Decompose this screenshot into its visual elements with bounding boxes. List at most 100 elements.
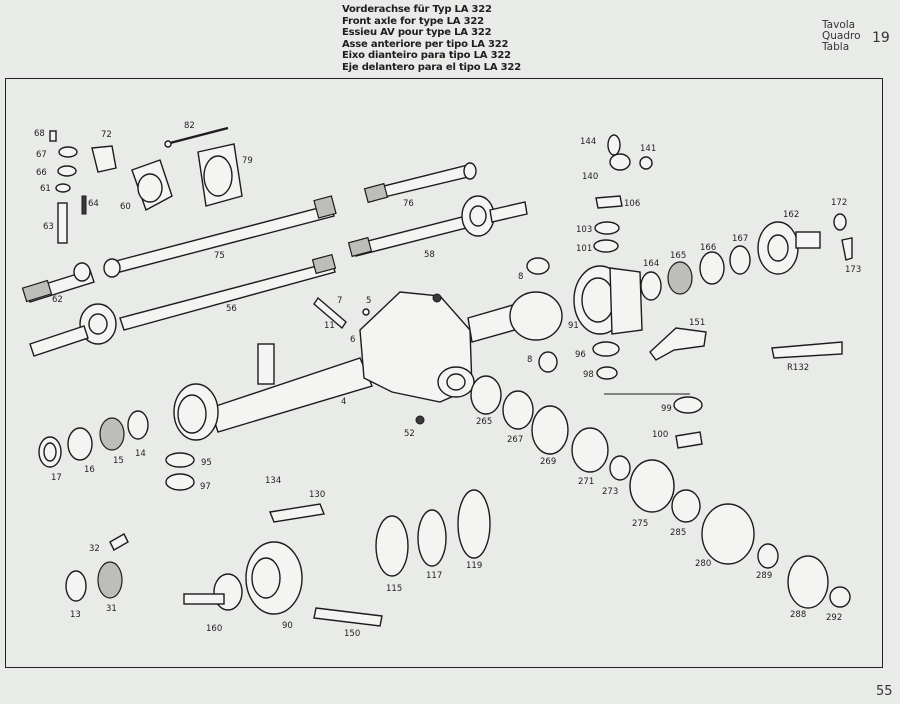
part-label: 271 (578, 477, 594, 487)
axle-shaft-62 (21, 262, 95, 303)
title-pt: Eixo dianteiro para tipo LA 322 (342, 50, 511, 62)
part-label: 273 (602, 487, 618, 497)
part-label: 58 (424, 250, 435, 260)
title-fr: Essieu AV pour type LA 322 (342, 27, 492, 39)
part-label: 269 (540, 457, 556, 467)
part-label: 13 (70, 610, 81, 620)
page-number: 55 (876, 684, 893, 699)
part-label: 103 (576, 225, 592, 235)
part-label: 75 (214, 251, 225, 261)
part-label: 151 (689, 318, 705, 328)
part-label: 172 (831, 198, 847, 208)
diagram-frame (5, 78, 883, 668)
part-label: 167 (732, 234, 748, 244)
part-label: 106 (624, 199, 640, 209)
axle-housing-4 (173, 291, 563, 441)
part-label: 162 (783, 210, 799, 220)
part-label: 32 (89, 544, 100, 554)
bearings-left (38, 410, 195, 491)
part-label: 15 (113, 456, 124, 466)
part-label: 90 (282, 621, 293, 631)
part-label: 8 (527, 355, 532, 365)
title-en: Front axle for type LA 322 (342, 15, 484, 27)
part-label: R132 (787, 363, 809, 373)
part-label: 61 (40, 184, 51, 194)
part-label: 134 (265, 476, 281, 486)
part-label: 115 (386, 584, 402, 594)
part-label: 117 (426, 571, 442, 581)
part-label: 141 (640, 144, 656, 154)
part-label: 160 (206, 624, 222, 634)
plate-labels: Tavola Quadro Tabla (822, 20, 861, 53)
plate-label-it: Tavola (822, 19, 856, 31)
plate-label-es: Tabla (822, 41, 850, 53)
part-label: 31 (106, 604, 117, 614)
part-label: 64 (88, 199, 99, 209)
title-es: Eje delantero para el tipo LA 322 (342, 61, 521, 73)
part-label: 130 (309, 490, 325, 500)
part-label: 96 (575, 350, 586, 360)
part-label: 285 (670, 528, 686, 538)
part-label: 14 (135, 449, 146, 459)
part-label: 52 (404, 429, 415, 439)
part-label: 289 (756, 571, 772, 581)
part-label: 288 (790, 610, 806, 620)
axle-shaft-58 (347, 195, 528, 258)
axle-shaft-76 (363, 162, 477, 204)
part-label: 66 (36, 168, 47, 178)
axle-shaft-56 (29, 253, 337, 357)
small-parts-group-left (49, 130, 243, 244)
part-label: 56 (226, 304, 237, 314)
part-label: 265 (476, 417, 492, 427)
part-label: 67 (36, 150, 47, 160)
differential-parts (313, 257, 558, 373)
part-label: 17 (51, 473, 62, 483)
title-de: Vorderachse für Typ LA 322 (342, 4, 492, 15)
rod-82 (164, 126, 229, 148)
part-label: 63 (43, 222, 54, 232)
part-label: 4 (341, 397, 346, 407)
title-block: Vorderachse für Typ LA 322 Front axle fo… (342, 4, 521, 74)
part-label: 101 (576, 244, 592, 254)
part-label: 7 (337, 296, 342, 306)
part-label: 165 (670, 251, 686, 261)
part-label: 62 (52, 295, 63, 305)
part-label: 8 (518, 272, 523, 282)
part-label: 82 (184, 121, 195, 131)
washers-right (592, 134, 853, 449)
plate-label-pt: Quadro (822, 30, 861, 42)
part-label: 11 (324, 321, 335, 331)
part-label: 6 (350, 335, 355, 345)
part-label: 99 (661, 404, 672, 414)
part-label: 95 (201, 458, 212, 468)
part-label: 119 (466, 561, 482, 571)
part-labels: 68 67 66 61 63 64 72 60 82 79 76 75 58 6… (34, 121, 861, 639)
part-label: 98 (583, 370, 594, 380)
part-label: 166 (700, 243, 716, 253)
part-label: 173 (845, 265, 861, 275)
part-label: 68 (34, 129, 45, 139)
part-label: 97 (200, 482, 211, 492)
rings-center (470, 375, 851, 609)
part-label: 16 (84, 465, 95, 475)
axle-shaft-75 (103, 195, 337, 278)
part-label: 100 (652, 430, 668, 440)
plate-number: 19 (872, 30, 890, 46)
part-label: 60 (120, 202, 131, 212)
part-label: 150 (344, 629, 360, 639)
part-label: 72 (101, 130, 112, 140)
part-label: 140 (582, 172, 598, 182)
part-label: 144 (580, 137, 596, 147)
part-label: 5 (366, 296, 371, 306)
part-label: 292 (826, 613, 842, 623)
steering-knuckle-91 (573, 265, 643, 335)
part-label: 164 (643, 259, 659, 269)
part-label: 76 (403, 199, 414, 209)
part-label: 280 (695, 559, 711, 569)
part-label: 91 (568, 321, 579, 331)
part-label: 275 (632, 519, 648, 529)
part-label: 267 (507, 435, 523, 445)
bottom-parts (65, 489, 491, 627)
title-it: Asse anteriore per tipo LA 322 (342, 38, 509, 50)
